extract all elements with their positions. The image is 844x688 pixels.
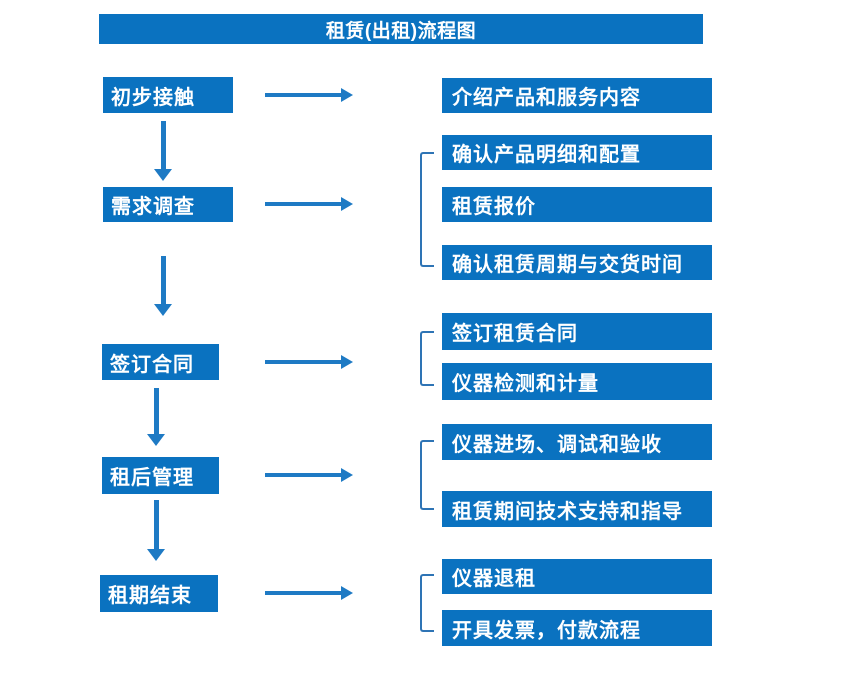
arrow-down-icon — [147, 500, 165, 561]
group-bracket-demand-survey — [420, 152, 434, 267]
detail-box-instrument-setup: 仪器进场、调试和验收 — [442, 424, 712, 460]
step-box-rental-end: 租期结束 — [100, 575, 218, 612]
arrow-down-icon — [154, 121, 172, 181]
group-bracket-post-rental — [420, 440, 434, 510]
detail-box-invoice-payment: 开具发票，付款流程 — [442, 610, 712, 646]
arrow-right-icon — [265, 88, 353, 102]
group-bracket-sign-contract — [420, 331, 434, 386]
group-bracket-rental-end — [420, 574, 434, 632]
arrow-down-icon — [147, 388, 165, 446]
arrow-right-icon — [265, 355, 353, 369]
arrow-right-icon — [265, 586, 353, 600]
step-box-demand-survey: 需求调查 — [103, 187, 233, 222]
detail-box-confirm-rental-period: 确认租赁周期与交货时间 — [442, 245, 712, 280]
detail-box-confirm-product-details: 确认产品明细和配置 — [442, 135, 712, 170]
detail-box-rental-quotation: 租赁报价 — [442, 187, 712, 222]
detail-box-instrument-inspection: 仪器检测和计量 — [442, 363, 712, 400]
detail-box-instrument-return: 仪器退租 — [442, 559, 712, 594]
step-box-initial-contact: 初步接触 — [103, 77, 233, 113]
step-box-sign-contract: 签订合同 — [102, 344, 219, 380]
arrow-right-icon — [265, 197, 353, 211]
arrow-right-icon — [265, 468, 353, 482]
arrow-down-icon — [154, 256, 172, 316]
detail-box-introduce-products: 介绍产品和服务内容 — [442, 78, 712, 113]
detail-box-sign-rental-contract: 签订租赁合同 — [442, 313, 712, 350]
diagram-title: 租赁(出租)流程图 — [99, 14, 703, 44]
step-box-post-rental-management: 租后管理 — [102, 457, 219, 494]
detail-box-technical-support: 租赁期间技术支持和指导 — [442, 491, 712, 527]
